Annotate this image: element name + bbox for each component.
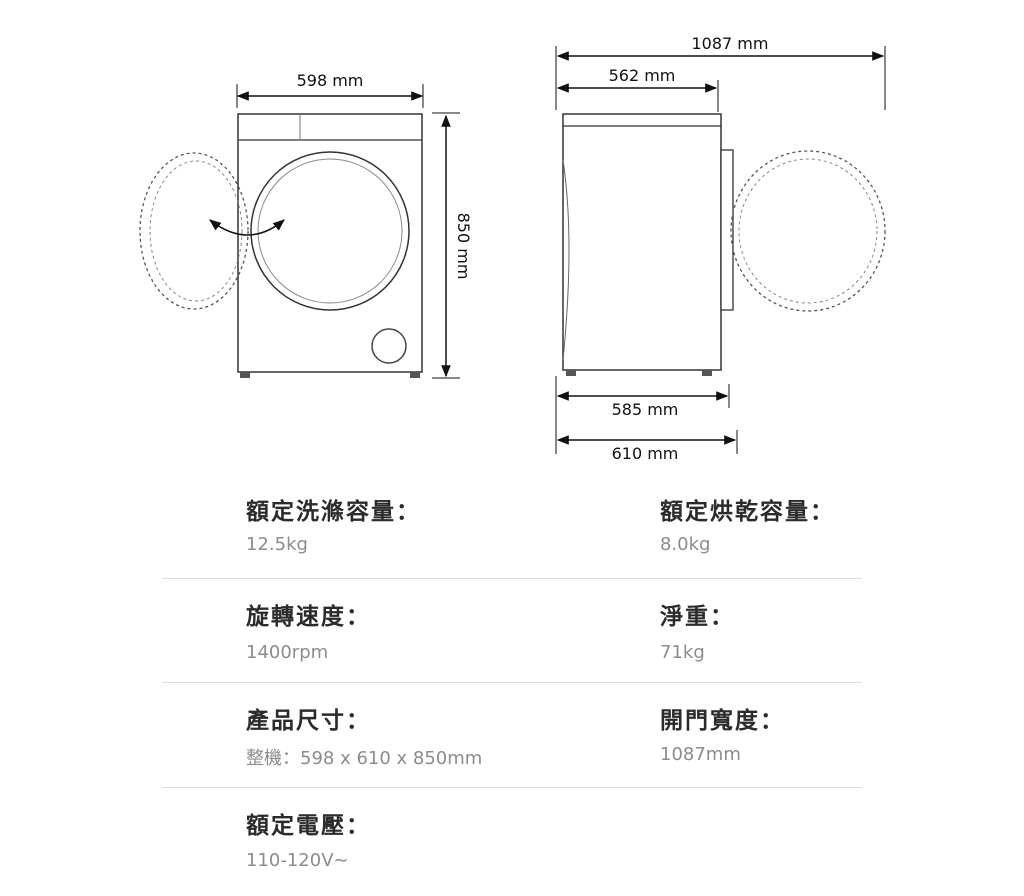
rated-dry-capacity-value: 8.0kg <box>660 534 711 555</box>
washer-side-body <box>562 113 722 371</box>
rated-voltage-label: 額定電壓： <box>246 813 371 839</box>
door-swing-outline <box>139 152 249 310</box>
dimension-diagram: 598 mm 850 mm 1087 mm 562 mm <box>139 34 886 463</box>
door-open-width-value: 1087mm <box>660 744 741 765</box>
body-depth-label: 562 mm <box>609 66 676 85</box>
door-swing-arrow-icon <box>209 219 285 236</box>
front-width-label: 598 mm <box>297 71 364 90</box>
height-label: 850 mm <box>454 213 473 280</box>
door-open-swing-outline <box>730 150 886 312</box>
door-outer <box>250 151 410 311</box>
product-size-label: 產品尺寸： <box>246 708 371 734</box>
net-weight-label: 淨重： <box>660 604 735 630</box>
rated-wash-capacity-value: 12.5kg <box>246 534 308 555</box>
rated-dry-capacity-label: 額定烘乾容量： <box>660 499 835 525</box>
rated-voltage-value: 110-120V~ <box>246 850 349 871</box>
spin-speed-value: 1400rpm <box>246 642 329 663</box>
spec-divider <box>162 787 862 788</box>
depth-585-label: 585 mm <box>612 400 679 419</box>
spec-divider <box>162 578 862 579</box>
door-side-profile <box>720 149 734 311</box>
rated-wash-capacity-label: 額定洗滌容量： <box>246 499 421 525</box>
side-view: 1087 mm 562 mm 585 mm 610 mm <box>555 34 886 463</box>
door-open-depth-label: 1087 mm <box>692 34 769 53</box>
door-open-width-label: 開門寬度： <box>660 708 785 734</box>
control-knob-icon <box>371 328 407 364</box>
depth-610-label: 610 mm <box>612 444 679 463</box>
spec-divider <box>162 682 862 683</box>
product-size-value: 整機：598 x 610 x 850mm <box>246 748 483 769</box>
spin-speed-label: 旋轉速度： <box>246 604 371 630</box>
door-inner <box>257 158 403 304</box>
net-weight-value: 71kg <box>660 642 705 663</box>
front-view: 598 mm 850 mm <box>139 71 473 379</box>
